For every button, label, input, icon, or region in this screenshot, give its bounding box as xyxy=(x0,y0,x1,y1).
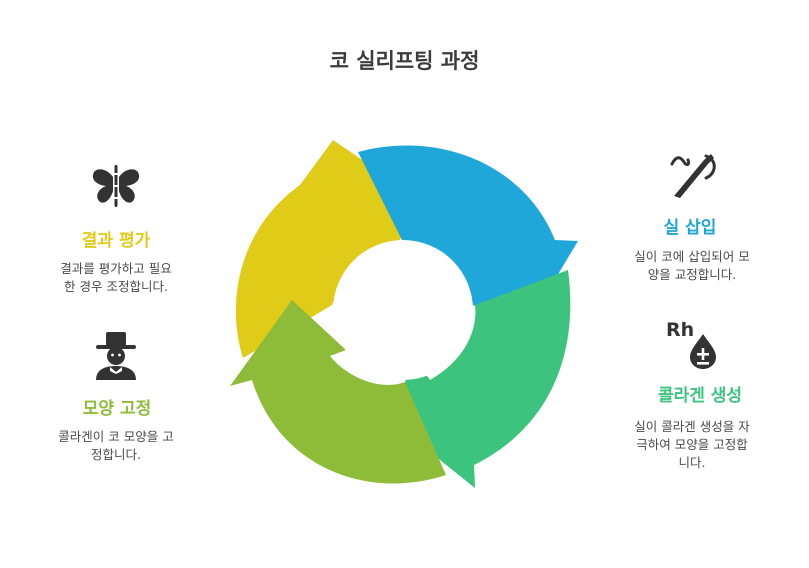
step-heading-insert: 실 삽입 xyxy=(663,218,717,238)
rh-label: Rh xyxy=(666,319,694,341)
desc-line: 양을 교정합니다. xyxy=(647,267,737,282)
cycle-center xyxy=(333,240,473,380)
step-heading-fix: 모양 고정 xyxy=(82,399,152,419)
cycle-arrow-evaluate xyxy=(235,140,418,358)
step-desc-evaluate: 결과를 평가하고 필요 한 경우 조정합니다. xyxy=(36,260,196,296)
butterfly-icon xyxy=(92,165,140,207)
page-title: 코 실리프팅 과정 xyxy=(329,49,480,73)
desc-line: 한 경우 조정합니다. xyxy=(64,279,168,294)
step-heading-collagen: 콜라겐 생성 xyxy=(657,386,743,406)
desc-line: 콜라겐이 코 모양을 고 xyxy=(58,429,174,444)
cycle-arrow-insert xyxy=(358,145,578,326)
desc-line: 니다. xyxy=(678,455,706,470)
cycle-arrow-collagen xyxy=(400,270,571,488)
cycle-arrow-fix xyxy=(230,300,446,484)
blood-rh-icon: Rh xyxy=(666,319,716,369)
step-heading-evaluate: 결과 평가 xyxy=(81,231,151,251)
step-desc-collagen: 실이 콜라겐 생성을 자 극하여 모양을 고정합 니다. xyxy=(612,418,772,472)
needle-thread-icon xyxy=(670,154,716,198)
step-desc-fix: 콜라겐이 코 모양을 고 정합니다. xyxy=(36,428,196,464)
desc-line: 실이 콜라겐 생성을 자 xyxy=(634,419,750,434)
desc-line: 결과를 평가하고 필요 xyxy=(60,261,172,276)
step-desc-insert: 실이 코에 삽입되어 모 양을 교정합니다. xyxy=(612,248,772,284)
desc-line: 극하여 모양을 고정합 xyxy=(636,437,748,452)
person-hat-icon xyxy=(96,332,136,380)
desc-line: 정합니다. xyxy=(91,447,141,462)
desc-line: 실이 코에 삽입되어 모 xyxy=(634,249,750,264)
